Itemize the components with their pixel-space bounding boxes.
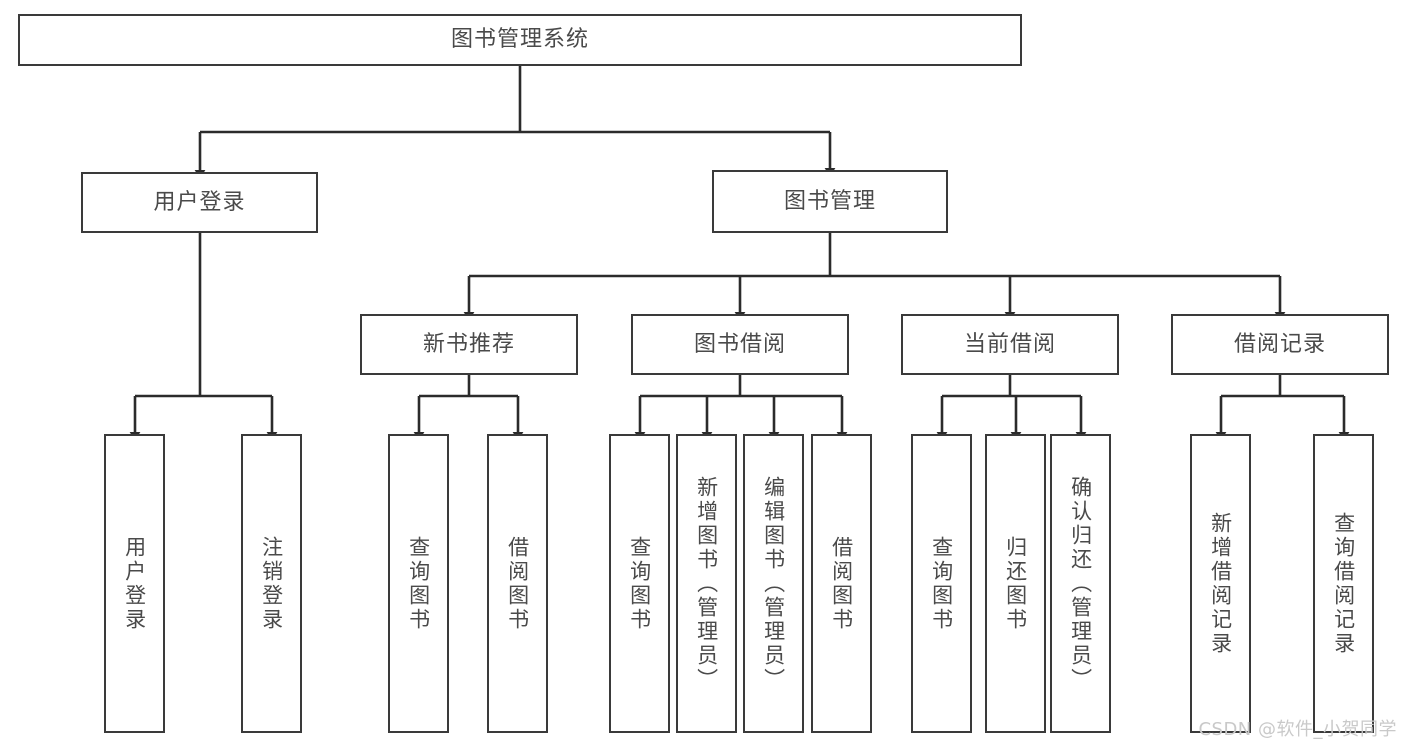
node-leaf-rec-search[interactable]: 查询借阅记录	[1313, 434, 1374, 733]
node-leaf-rec-borrow[interactable]: 借阅图书	[487, 434, 548, 733]
node-leaf-rec-add[interactable]: 新增借阅记录	[1190, 434, 1251, 733]
node-label: 编辑图书（管理员）	[761, 475, 786, 692]
node-book-borrow[interactable]: 图书借阅	[631, 314, 849, 375]
node-leaf-user-logout[interactable]: 注销登录	[241, 434, 302, 733]
node-leaf-borrow-query[interactable]: 查询图书	[609, 434, 670, 733]
node-label: 查询借阅记录	[1331, 511, 1356, 656]
node-label: 确认归还（管理员）	[1068, 475, 1093, 692]
node-root[interactable]: 图书管理系统	[18, 14, 1022, 66]
node-leaf-cur-query[interactable]: 查询图书	[911, 434, 972, 733]
node-label: 当前借阅	[963, 331, 1056, 357]
node-borrow-record[interactable]: 借阅记录	[1171, 314, 1389, 375]
node-leaf-rec-query[interactable]: 查询图书	[388, 434, 449, 733]
node-leaf-cur-return[interactable]: 归还图书	[985, 434, 1046, 733]
node-user-login[interactable]: 用户登录	[81, 172, 318, 233]
node-leaf-book-add[interactable]: 新增图书（管理员）	[676, 434, 737, 733]
node-label: 图书借阅	[693, 331, 786, 357]
node-label: 查询图书	[406, 535, 431, 632]
node-leaf-book-borrow[interactable]: 借阅图书	[811, 434, 872, 733]
node-label: 借阅记录	[1233, 331, 1326, 357]
node-label: 归还图书	[1003, 535, 1028, 632]
node-leaf-book-edit[interactable]: 编辑图书（管理员）	[743, 434, 804, 733]
node-book-manage[interactable]: 图书管理	[712, 170, 948, 233]
node-label: 注销登录	[259, 535, 284, 632]
node-label: 查询图书	[929, 535, 954, 632]
csdn-watermark: CSDN @软件_小贺同学	[1198, 719, 1397, 740]
node-label: 图书管理系统	[450, 27, 589, 53]
node-label: 用户登录	[153, 189, 246, 215]
node-leaf-user-login[interactable]: 用户登录	[104, 434, 165, 733]
node-label: 新增图书（管理员）	[694, 475, 719, 692]
node-leaf-cur-confirm[interactable]: 确认归还（管理员）	[1050, 434, 1111, 733]
node-label: 借阅图书	[505, 535, 530, 632]
node-label: 图书管理	[783, 188, 876, 214]
node-label: 新书推荐	[422, 331, 515, 357]
node-current-borrow[interactable]: 当前借阅	[901, 314, 1119, 375]
node-label: 新增借阅记录	[1208, 511, 1233, 656]
node-label: 借阅图书	[829, 535, 854, 632]
node-label: 查询图书	[627, 535, 652, 632]
node-new-book-rec[interactable]: 新书推荐	[360, 314, 578, 375]
node-label: 用户登录	[122, 535, 147, 632]
